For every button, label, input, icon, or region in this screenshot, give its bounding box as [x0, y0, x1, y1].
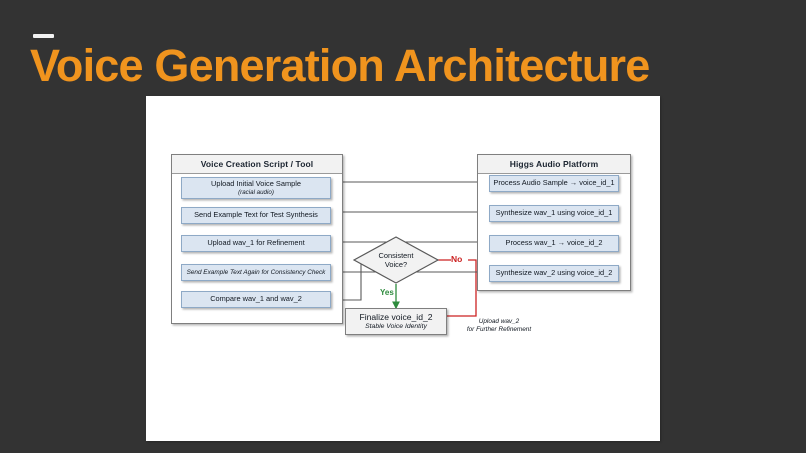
terminal-finalize-voice-id-2[interactable]: Finalize voice_id_2 Stable Voice Identit… — [345, 308, 447, 335]
panel-left-header: Voice Creation Script / Tool — [172, 155, 342, 174]
step-label: Send Example Text for Test Synthesis — [194, 210, 318, 220]
panel-right-header: Higgs Audio Platform — [478, 155, 630, 174]
step-label: Process wav_1 → voice_id_2 — [505, 238, 603, 248]
diagram-canvas: Voice Creation Script / Tool Upload Init… — [146, 96, 660, 441]
step-label: Synthesize wav_1 using voice_id_1 — [495, 208, 613, 218]
step-sublabel: (racial audio) — [238, 189, 274, 197]
step-label: Process Audio Sample → voice_id_1 — [493, 178, 615, 188]
step-compare-wav1-wav2[interactable]: Compare wav_1 and wav_2 — [181, 291, 331, 308]
decision-consistent-voice[interactable]: Consistent Voice? — [352, 236, 440, 284]
decision-no-label: No — [451, 254, 463, 264]
annotation-line-2: for Further Refinement — [466, 326, 532, 333]
step-label: Upload Initial Voice Sample — [211, 178, 301, 188]
terminal-label: Finalize voice_id_2 — [359, 311, 433, 322]
step-send-example-text-consistency-check[interactable]: Send Example Text Again for Consistency … — [181, 264, 331, 281]
step-process-wav1[interactable]: Process wav_1 → voice_id_2 — [489, 235, 619, 252]
annotation-upload-wav2: Upload wav_2 for Further Refinement — [458, 318, 540, 334]
step-label: Send Example Text Again for Consistency … — [186, 268, 326, 276]
step-label: Compare wav_1 and wav_2 — [210, 294, 302, 304]
step-send-example-text-test-synthesis[interactable]: Send Example Text for Test Synthesis — [181, 207, 331, 224]
decision-yes-label: Yes — [380, 288, 394, 297]
step-label: Synthesize wav_2 using voice_id_2 — [495, 268, 613, 278]
step-upload-wav1-refinement[interactable]: Upload wav_1 for Refinement — [181, 235, 331, 252]
diamond-shape — [352, 236, 440, 284]
step-synthesize-wav1[interactable]: Synthesize wav_1 using voice_id_1 — [489, 205, 619, 222]
step-process-audio-sample[interactable]: Process Audio Sample → voice_id_1 — [489, 175, 619, 192]
step-upload-initial-voice-sample[interactable]: Upload Initial Voice Sample (racial audi… — [181, 177, 331, 199]
page-title: Voice Generation Architecture — [30, 40, 650, 91]
title-accent-dash — [33, 34, 54, 38]
terminal-sublabel: Stable Voice Identity — [365, 323, 427, 331]
step-label: Upload wav_1 for Refinement — [207, 238, 305, 248]
annotation-line-1: Upload wav_2 — [478, 318, 520, 325]
step-synthesize-wav2[interactable]: Synthesize wav_2 using voice_id_2 — [489, 265, 619, 282]
